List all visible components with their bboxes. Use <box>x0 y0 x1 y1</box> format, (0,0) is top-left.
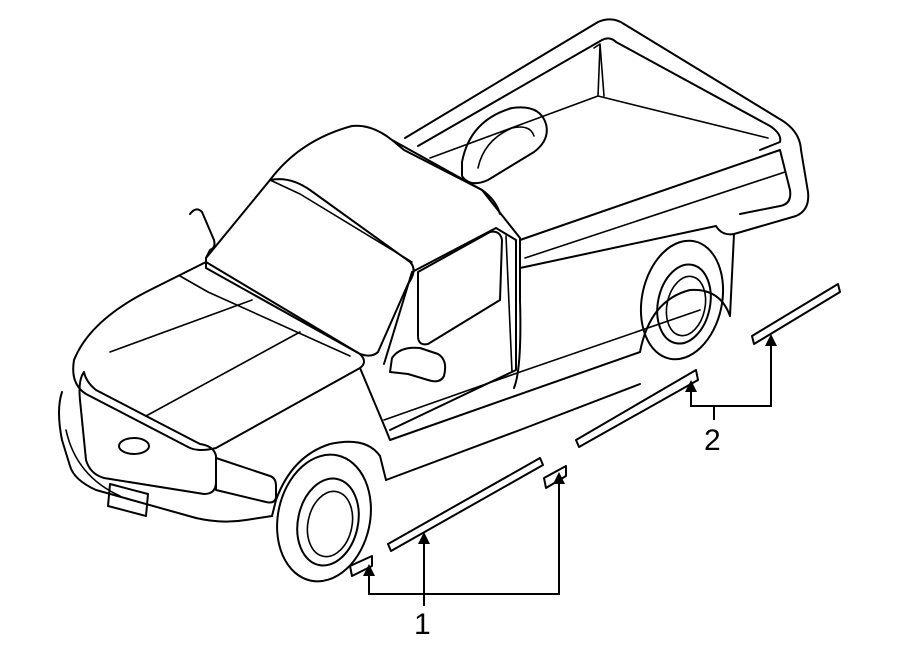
stripe-piece-door-long <box>387 457 544 552</box>
truck-cab-back <box>391 139 522 389</box>
truck-bed-side-line <box>524 171 786 259</box>
stripe-piece-front-small <box>349 555 373 577</box>
truck-hood-crease-1 <box>109 299 253 353</box>
truck-bed-rail-inner <box>417 37 782 151</box>
truck-rear-wheel <box>639 239 725 361</box>
stripe-piece-bed-rear <box>751 283 841 345</box>
truck-bed-side <box>519 149 792 269</box>
stripe-piece-door-small <box>543 465 567 489</box>
truck-front-fender <box>271 440 387 517</box>
truck-mirror-right <box>389 346 447 383</box>
truck-bed-floor <box>429 45 769 159</box>
truck-bed-wheelhouse-inner <box>477 126 535 169</box>
callout-2-arrow-a <box>685 380 697 392</box>
callout-1-arrow-c <box>553 472 565 484</box>
truck-bumper-lower <box>65 429 121 497</box>
pickup-truck-illustration <box>58 18 810 583</box>
truck-side-window <box>417 230 503 346</box>
callout-1-arrow-b <box>418 532 430 544</box>
truck-windshield-top <box>269 179 413 263</box>
truck-bumper <box>58 391 273 523</box>
truck-bed-outline <box>404 18 810 279</box>
truck-rocker <box>385 383 641 481</box>
stripe-piece-bed-front <box>575 369 699 448</box>
callout-2-arrow-b <box>765 334 777 346</box>
callout-2-label: 2 <box>704 424 721 457</box>
truck-bed-wheelhouse <box>461 106 548 185</box>
callout-1-arrow-a <box>363 564 375 576</box>
truck-cab-roof <box>269 124 501 215</box>
truck-grille <box>78 371 217 495</box>
truck-license-plate <box>107 483 149 517</box>
truck-hood-edge <box>179 275 351 357</box>
stripe-set-2: 2 <box>575 283 841 457</box>
truck-body-crease <box>383 309 701 421</box>
truck-hood-crease-2 <box>145 331 301 417</box>
truck-front-wheel <box>276 453 372 583</box>
stripe-set-1: 1 <box>349 457 567 641</box>
callout-2-leader <box>690 344 772 420</box>
truck-windshield <box>205 178 415 357</box>
truck-door-rear-line <box>505 235 513 373</box>
callout-1-leader <box>368 480 560 606</box>
truck-headlight <box>215 457 277 504</box>
truck-bed-front-wall <box>593 43 605 97</box>
ford-oval-emblem <box>118 437 150 455</box>
truck-mirror-left <box>189 208 216 259</box>
callout-1-label: 1 <box>414 608 431 641</box>
truck-hood <box>72 261 365 451</box>
